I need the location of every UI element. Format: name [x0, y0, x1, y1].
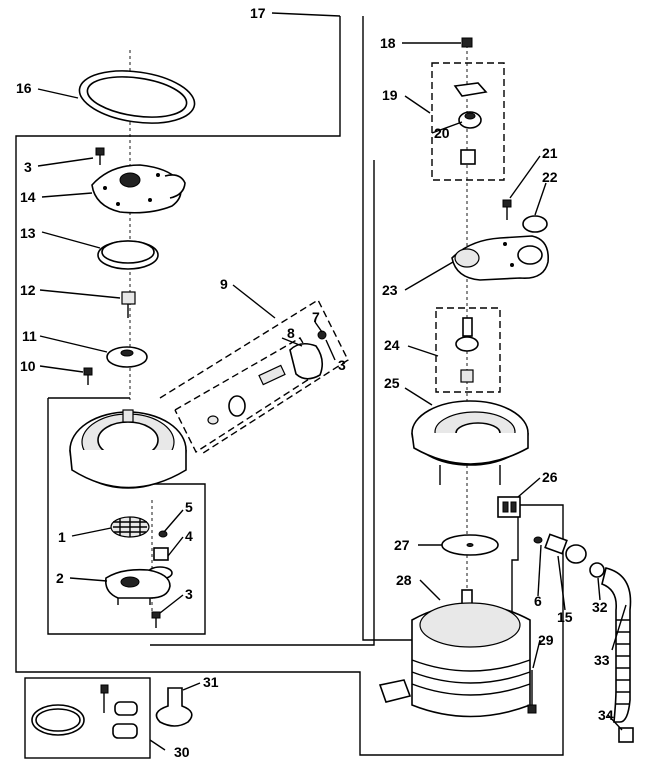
part-10-screw: [83, 367, 93, 385]
part-14-cover-plate: [91, 164, 186, 214]
part-18-nut: [461, 37, 473, 48]
callout-32: 32: [592, 599, 608, 615]
part-29-bolt: [527, 670, 537, 714]
part-24-coupling: [455, 317, 479, 383]
callout-26: 26: [542, 469, 558, 485]
part-13-ring: [97, 240, 159, 270]
callout-21: 21: [542, 145, 558, 161]
part-27-washer: [441, 534, 499, 556]
callout-23: 23: [382, 282, 398, 298]
part-28-motor: [378, 589, 531, 718]
callout-15: 15: [557, 609, 573, 625]
center-axes: [129, 45, 468, 620]
callout-28: 28: [396, 572, 412, 588]
callout-30: 30: [174, 744, 190, 760]
callout-27: 27: [394, 537, 410, 553]
part-26-clip: [497, 496, 521, 518]
callout-labels: 16 3 14 13 12 11 10 9 8 7 3 1 2 5 4 3 17…: [16, 5, 614, 760]
part-16-ring: [78, 70, 196, 124]
callout-3-top: 3: [24, 159, 32, 175]
callout-9: 9: [220, 276, 228, 292]
callout-8: 8: [287, 325, 295, 341]
callout-29: 29: [538, 632, 554, 648]
callout-1: 1: [58, 529, 66, 545]
part-3-screw-top: [95, 147, 105, 165]
callout-20: 20: [434, 125, 450, 141]
callout-17: 17: [250, 5, 266, 21]
part-3-screw-bottom: [151, 611, 161, 628]
callout-3-bottom: 3: [185, 586, 193, 602]
callout-31: 31: [203, 674, 219, 690]
callout-12: 12: [20, 282, 36, 298]
callout-7: 7: [312, 309, 320, 325]
callout-33: 33: [594, 652, 610, 668]
part-21-22: [502, 199, 548, 233]
part-11-impeller: [106, 346, 148, 368]
part-19-20-assembly: [453, 82, 488, 165]
callout-2: 2: [56, 570, 64, 586]
part-23-bracket-plate: [451, 235, 549, 281]
callout-19: 19: [382, 87, 398, 103]
part-30-31-kit: [31, 684, 193, 739]
callout-3-mid: 3: [338, 357, 346, 373]
part-25-motor-mount: [411, 400, 529, 485]
part-1-filter-screen: [110, 516, 150, 538]
leader-lines: [37, 12, 627, 751]
part-2-bracket: [104, 568, 171, 605]
callout-22: 22: [542, 169, 558, 185]
part-7-8-valve: [207, 330, 327, 425]
callout-24: 24: [384, 337, 400, 353]
callout-13: 13: [20, 225, 36, 241]
callout-10: 10: [20, 358, 36, 374]
callout-5: 5: [185, 499, 193, 515]
callout-25: 25: [384, 375, 400, 391]
callout-18: 18: [380, 35, 396, 51]
callout-16: 16: [16, 80, 32, 96]
pump-housing: [69, 409, 187, 489]
callout-6: 6: [534, 593, 542, 609]
part-12-nut: [121, 291, 136, 318]
callout-11: 11: [22, 328, 37, 344]
callout-14: 14: [20, 189, 36, 205]
callout-34: 34: [598, 707, 614, 723]
callout-4: 4: [185, 528, 193, 544]
